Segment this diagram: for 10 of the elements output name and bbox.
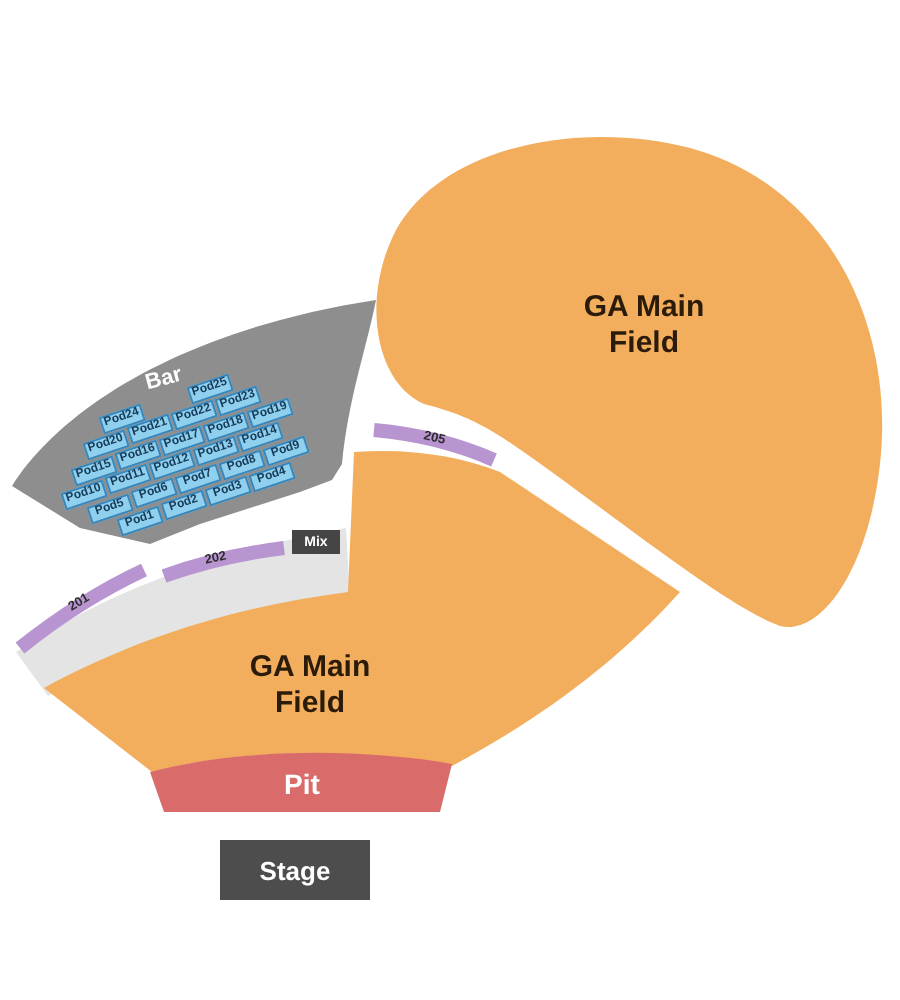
stage-block: Stage (220, 840, 370, 900)
area-label: GA Main Field (581, 290, 707, 362)
bar-label: Bar (143, 364, 185, 396)
seating-section-band (12, 560, 152, 656)
seating-section-band (160, 540, 288, 584)
bar-area (10, 298, 378, 548)
area-label: GA Main Field (247, 650, 373, 722)
area-label: Pit (284, 770, 320, 798)
seating-section-band (370, 420, 498, 470)
pit-area (148, 752, 454, 814)
